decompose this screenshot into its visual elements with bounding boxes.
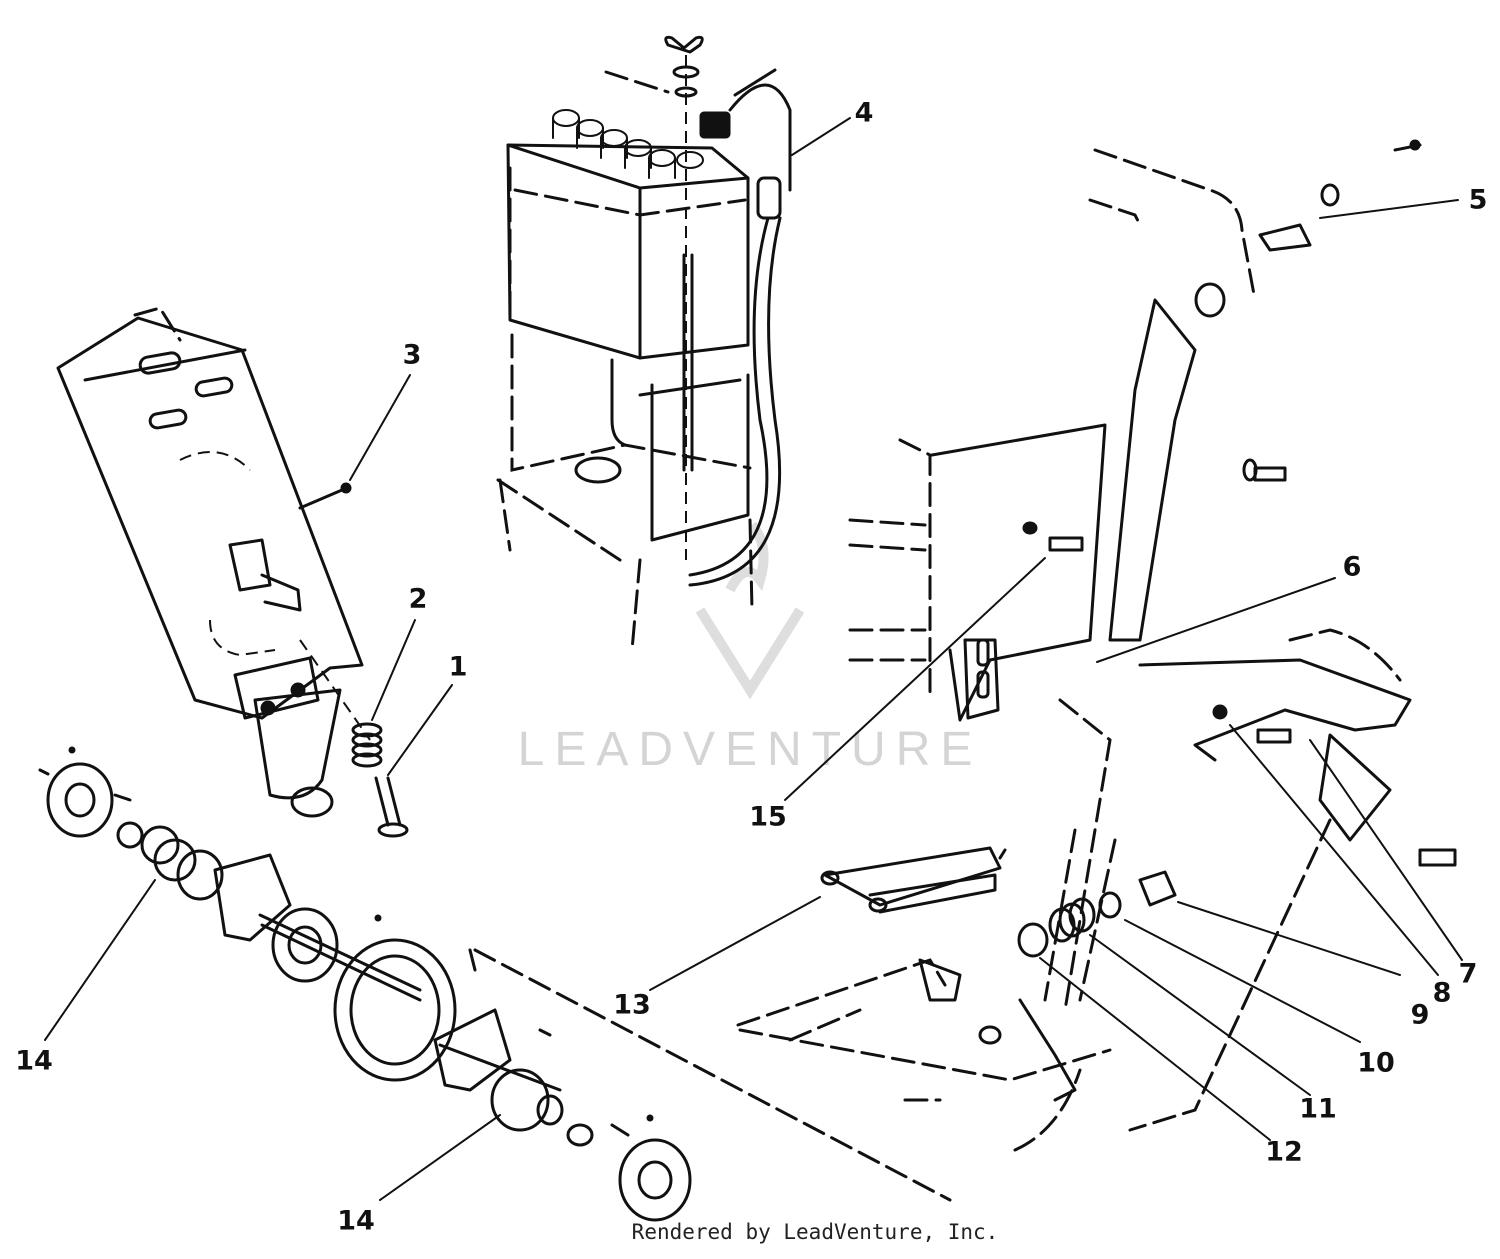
- callout-15: 15: [749, 802, 787, 833]
- watermark-text: LEADVENTURE: [518, 723, 983, 776]
- callout-14-upper: 14: [15, 1046, 53, 1077]
- callout-9: 9: [1411, 1000, 1430, 1031]
- callout-10: 10: [1357, 1048, 1395, 1079]
- callout-1: 1: [449, 652, 468, 683]
- callout-5: 5: [1469, 185, 1488, 216]
- callout-4: 4: [855, 98, 874, 129]
- callout-2: 2: [409, 584, 428, 615]
- callout-6: 6: [1343, 552, 1362, 583]
- leader-lines: [44, 117, 1463, 1201]
- callout-12: 12: [1265, 1137, 1303, 1168]
- render-credit: Rendered by LeadVenture, Inc.: [631, 1220, 999, 1244]
- watermark: LEADVENTURE: [518, 521, 983, 776]
- battery-assembly: [496, 35, 792, 652]
- callout-14-lower: 14: [337, 1206, 375, 1237]
- callout-labels: 1 2 3 4 5 6 7 8 9 10 11 12 13 14 14 15: [15, 98, 1487, 1237]
- linkage-assembly: [736, 698, 1332, 1152]
- callout-8: 8: [1433, 978, 1452, 1009]
- frame-and-brackets: [848, 139, 1457, 867]
- callout-3: 3: [403, 340, 422, 371]
- callout-13: 13: [613, 990, 651, 1021]
- callout-7: 7: [1459, 959, 1478, 990]
- motor-mount-plate: [56, 306, 371, 818]
- callout-11: 11: [1299, 1094, 1337, 1125]
- watermark-logo-mark: [695, 607, 805, 700]
- spring-and-pin: [298, 482, 409, 838]
- pulley-axle-assembly: [38, 746, 952, 1222]
